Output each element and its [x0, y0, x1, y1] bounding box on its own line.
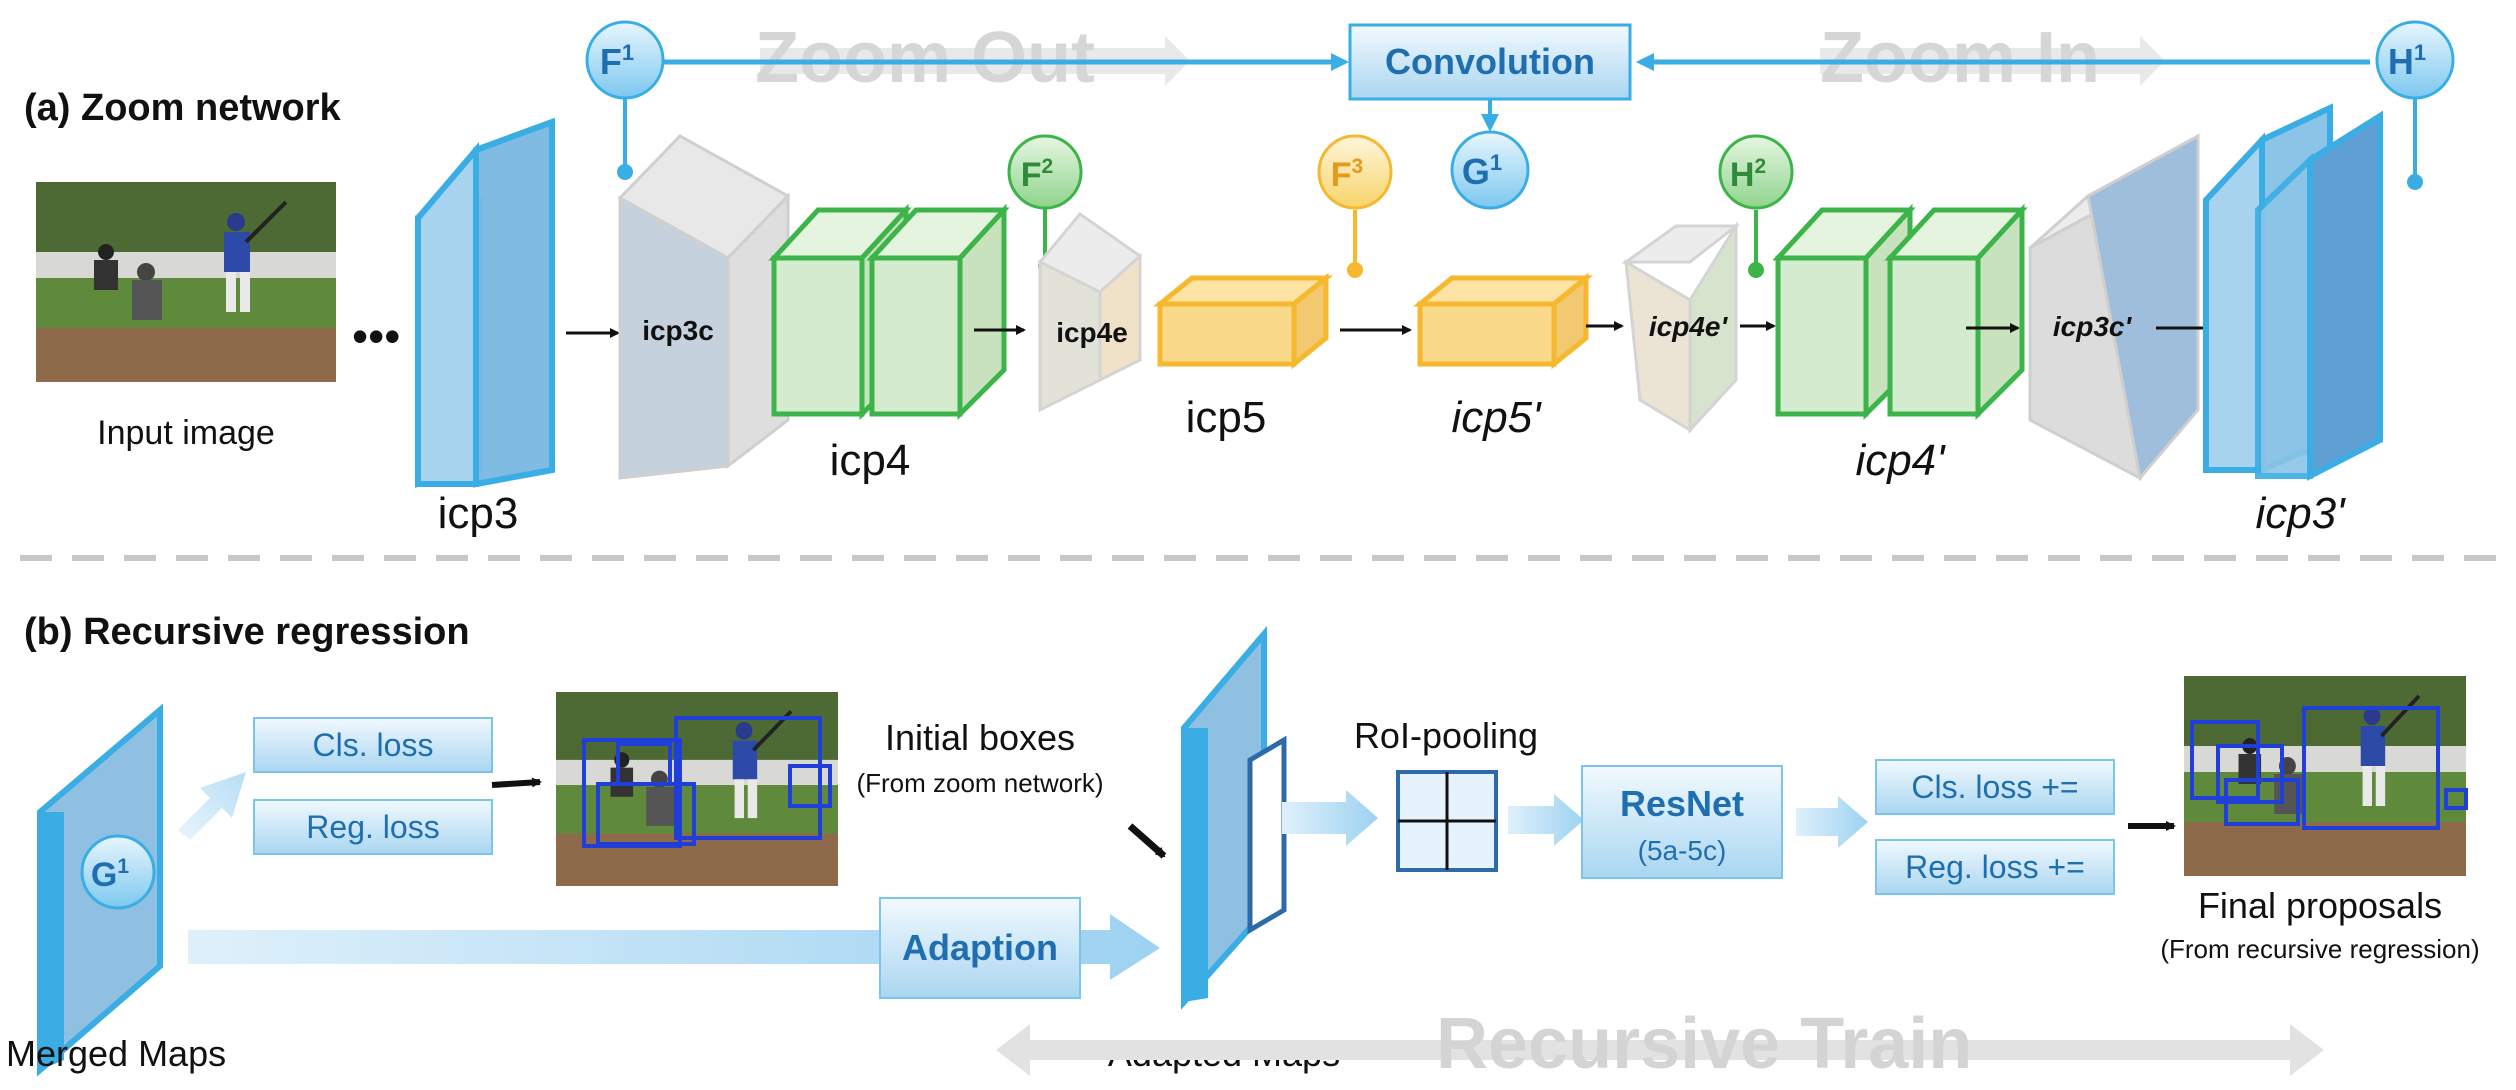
icp3c-block [617, 134, 791, 480]
merged-maps-label: Merged Maps [6, 1033, 226, 1074]
adaption-box [879, 897, 1081, 999]
f3-node-label: F3 [1331, 155, 1363, 194]
initial-box-overlays [582, 716, 832, 848]
input-image-label: Input image [97, 414, 275, 452]
f1-stem-dot [617, 164, 633, 180]
h2-node-label: H2 [1730, 155, 1766, 194]
icp3p-label: icp3' [2255, 489, 2346, 538]
icp3-block [415, 117, 555, 488]
h2-node [1718, 134, 1794, 210]
h2-stem-dot [1748, 262, 1764, 278]
icp3cp-block [2028, 133, 2200, 482]
icp4p-label: icp4' [1855, 436, 1946, 485]
icp5p-label: icp5' [1451, 393, 1542, 442]
icp5p-block [1412, 272, 1594, 370]
convolution-box [1348, 23, 1632, 101]
cls-loss-plus-label: Cls. loss += [1911, 769, 2078, 805]
resnet-label: ResNet [1620, 783, 1744, 824]
roi-pooling-label: RoI-pooling [1354, 715, 1538, 756]
f1-node [585, 20, 665, 100]
merged-g1-node-label: G1 [91, 855, 129, 894]
ellipsis: ••• [352, 310, 400, 362]
cls-loss-label: Cls. loss [313, 727, 434, 763]
icp4e-label: icp4e [1056, 317, 1128, 348]
reg-loss-label: Reg. loss [306, 809, 439, 845]
f1-node-label: F1 [600, 40, 634, 82]
roi-to-resnet-flow [1508, 794, 1584, 846]
cls-loss-plus-box [1875, 759, 2115, 815]
icp4-block [768, 203, 1010, 421]
icp5-label: icp5 [1186, 393, 1267, 442]
h1-stem-dot [2407, 174, 2423, 190]
convolution-label: Convolution [1385, 41, 1595, 82]
f2-node-label: F2 [1021, 155, 1053, 194]
adapted-maps-plane [1181, 625, 1287, 1010]
recursive-train-label: Recursive Train [1436, 1004, 1972, 1084]
icp3cp-label: icp3c' [2053, 311, 2133, 342]
loss-to-image-arrow [491, 777, 542, 788]
icp4ep-label: icp4e' [1649, 311, 1729, 342]
icp5-block [1152, 272, 1334, 370]
icp3p-block [2203, 103, 2383, 481]
cls-loss-box [253, 717, 493, 773]
roi-pooling-grid [1396, 770, 1498, 872]
f2-node [1007, 134, 1083, 210]
zoom-in-label: Zoom In [1820, 18, 2100, 98]
icp4p-block [1772, 203, 2028, 421]
resnet-to-loss-flow [1796, 796, 1868, 848]
recursive-train-arrow [996, 1024, 2324, 1076]
final-proposals-label: Final proposals [2198, 885, 2442, 926]
icp4e-block [1037, 211, 1143, 413]
resnet-sub-label: (5a-5c) [1638, 835, 1727, 866]
final-box-overlays [2190, 706, 2468, 830]
zoom-out-label: Zoom Out [755, 18, 1095, 98]
reg-loss-plus-box [1875, 839, 2115, 895]
merged-g1-node [80, 834, 156, 910]
from-recursive-label: (From recursive regression) [2160, 934, 2479, 964]
input-image [34, 180, 338, 384]
g1-node [1450, 130, 1530, 210]
icp3c-label: icp3c [642, 315, 714, 346]
icp4ep-block [1621, 220, 1741, 434]
from-zoom-label: (From zoom network) [856, 768, 1103, 798]
section-a-label: (a) Zoom network [24, 87, 342, 129]
f3-node [1317, 134, 1393, 210]
merged-to-loss-flow [178, 772, 246, 840]
resnet-box [1581, 765, 1783, 879]
adapted-to-roi-flow [1282, 790, 1378, 846]
icp4-label: icp4 [830, 436, 911, 485]
reg-loss-box [253, 799, 493, 855]
adaption-label: Adaption [902, 927, 1058, 968]
initial-boxes-label: Initial boxes [885, 717, 1075, 758]
g1-node-label: G1 [1462, 150, 1502, 192]
f3-stem-dot [1347, 262, 1363, 278]
section-b-label: (b) Recursive regression [24, 611, 470, 653]
h1-node [2375, 20, 2455, 100]
initial-boxes-arrow [1127, 823, 1167, 859]
icp3-label: icp3 [438, 489, 519, 538]
h1-node-label: H1 [2388, 40, 2426, 82]
reg-loss-plus-label: Reg. loss += [1905, 849, 2085, 885]
